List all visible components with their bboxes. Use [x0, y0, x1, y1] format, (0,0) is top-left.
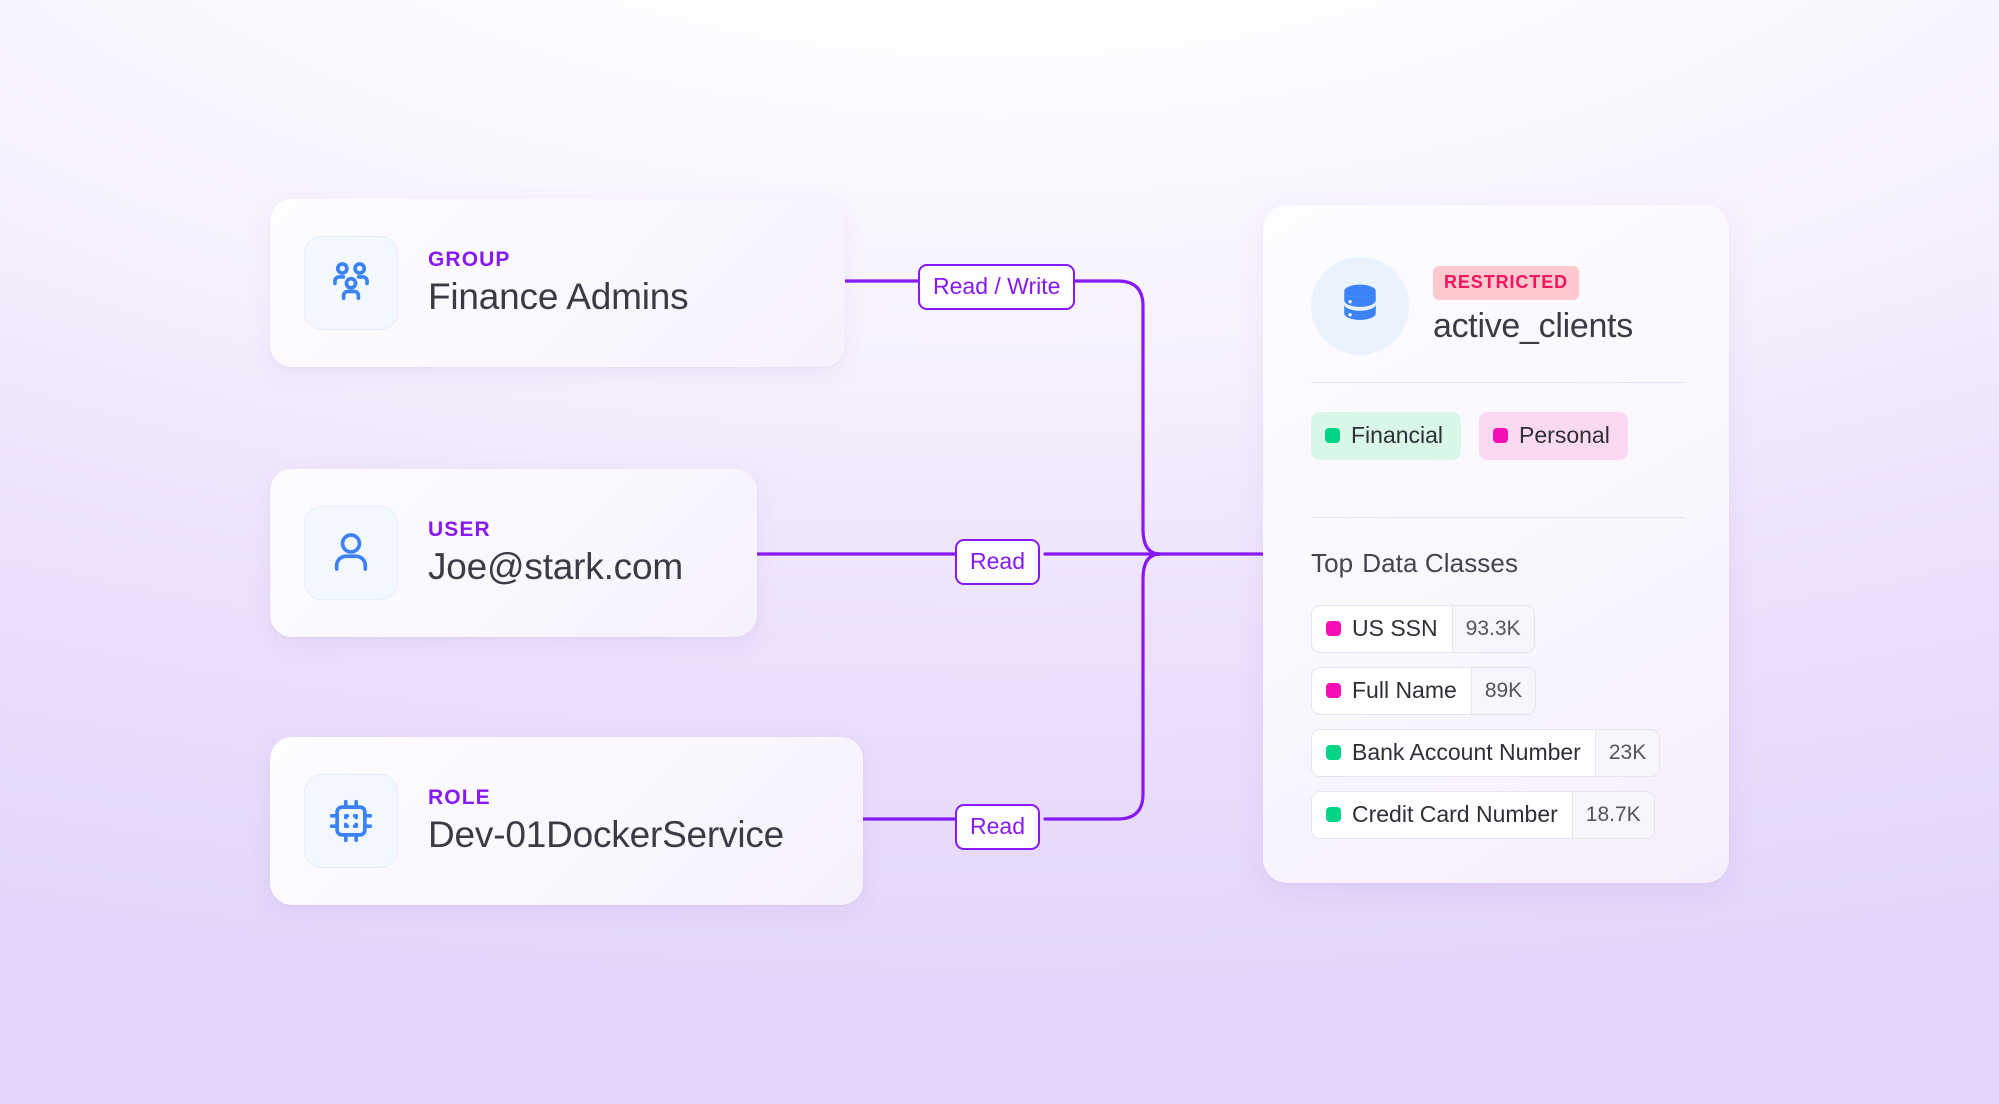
entity-name-label: Dev-01DockerService: [428, 814, 785, 855]
status-badge: RESTRICTED: [1433, 266, 1580, 300]
personal-color-swatch: [1493, 428, 1509, 443]
entity-kind-label: USER: [428, 518, 491, 541]
data-class-count: 18.7K: [1571, 792, 1654, 838]
list-item[interactable]: Full Name 89K: [1311, 667, 1537, 715]
dataset-header: RESTRICTED active_clients: [1311, 257, 1685, 355]
dataset-title: active_clients: [1433, 307, 1633, 345]
data-class-count: 23K: [1594, 730, 1660, 776]
data-class-label: Credit Card Number: [1352, 801, 1558, 827]
data-class-label-wrap: Full Name: [1312, 668, 1471, 714]
user-icon: [334, 533, 368, 571]
tag-label: Personal: [1519, 422, 1610, 448]
entity-card-role[interactable]: ROLE Dev-01DockerService: [270, 737, 863, 905]
tag-label: Financial: [1351, 422, 1444, 448]
list-item[interactable]: Bank Account Number 23K: [1311, 729, 1661, 777]
data-class-color-swatch: [1326, 621, 1341, 636]
entity-card-group[interactable]: GROUP Finance Admins: [270, 199, 845, 367]
divider-bottom: [1311, 517, 1685, 518]
group-icon: [333, 262, 369, 301]
data-class-count: 93.3K: [1451, 606, 1534, 652]
wire-group-right: [1067, 279, 1162, 556]
data-class-color-swatch: [1326, 745, 1341, 760]
permission-label-read-write[interactable]: Read / Write: [918, 264, 1076, 310]
database-icon-container: [1311, 257, 1409, 355]
group-card-text: GROUP Finance Admins: [428, 248, 689, 318]
dataset-header-text: RESTRICTED active_clients: [1433, 266, 1633, 346]
permission-label-read-role[interactable]: Read: [955, 804, 1040, 850]
database-icon: [1344, 284, 1376, 320]
data-class-color-swatch: [1326, 807, 1341, 822]
entity-kind-label: GROUP: [428, 248, 511, 271]
data-class-color-swatch: [1326, 683, 1341, 698]
data-class-label-wrap: Bank Account Number: [1312, 730, 1595, 776]
list-item[interactable]: Credit Card Number 18.7K: [1311, 791, 1655, 839]
list-item[interactable]: US SSN 93.3K: [1311, 605, 1535, 653]
data-class-label-wrap: US SSN: [1312, 606, 1452, 652]
entity-kind-label: ROLE: [428, 786, 491, 809]
permission-label-read-user[interactable]: Read: [955, 539, 1040, 585]
tag-personal[interactable]: Personal: [1479, 412, 1628, 460]
chip-icon-container: [304, 774, 398, 868]
dataset-tag-list: Financial Personal: [1311, 383, 1685, 490]
user-icon-container: [304, 506, 398, 600]
data-class-label: Bank Account Number: [1352, 739, 1581, 765]
user-card-text: USER Joe@stark.com: [428, 518, 683, 588]
group-icon-container: [304, 236, 398, 330]
chip-icon: [329, 799, 373, 843]
data-class-count: 89K: [1470, 668, 1536, 714]
data-classes-heading: Top Data Classes: [1311, 518, 1685, 605]
data-class-label: US SSN: [1352, 615, 1438, 641]
entity-name-label: Joe@stark.com: [428, 546, 683, 587]
dataset-panel[interactable]: RESTRICTED active_clients Financial Pers…: [1263, 205, 1729, 883]
divider-top: [1311, 382, 1685, 383]
role-card-text: ROLE Dev-01DockerService: [428, 786, 784, 856]
data-class-label: Full Name: [1352, 677, 1457, 703]
entity-name-label: Finance Admins: [428, 276, 689, 317]
wire-role-right: [1043, 552, 1162, 821]
financial-color-swatch: [1325, 428, 1340, 443]
heading-word-data-classes: Data Classes: [1362, 548, 1519, 578]
data-class-label-wrap: Credit Card Number: [1312, 792, 1572, 838]
entity-card-user[interactable]: USER Joe@stark.com: [270, 469, 757, 637]
tag-financial[interactable]: Financial: [1311, 412, 1462, 460]
data-class-list: US SSN 93.3K Full Name 89K Bank Account …: [1311, 605, 1685, 839]
heading-word-top: Top: [1311, 548, 1354, 578]
